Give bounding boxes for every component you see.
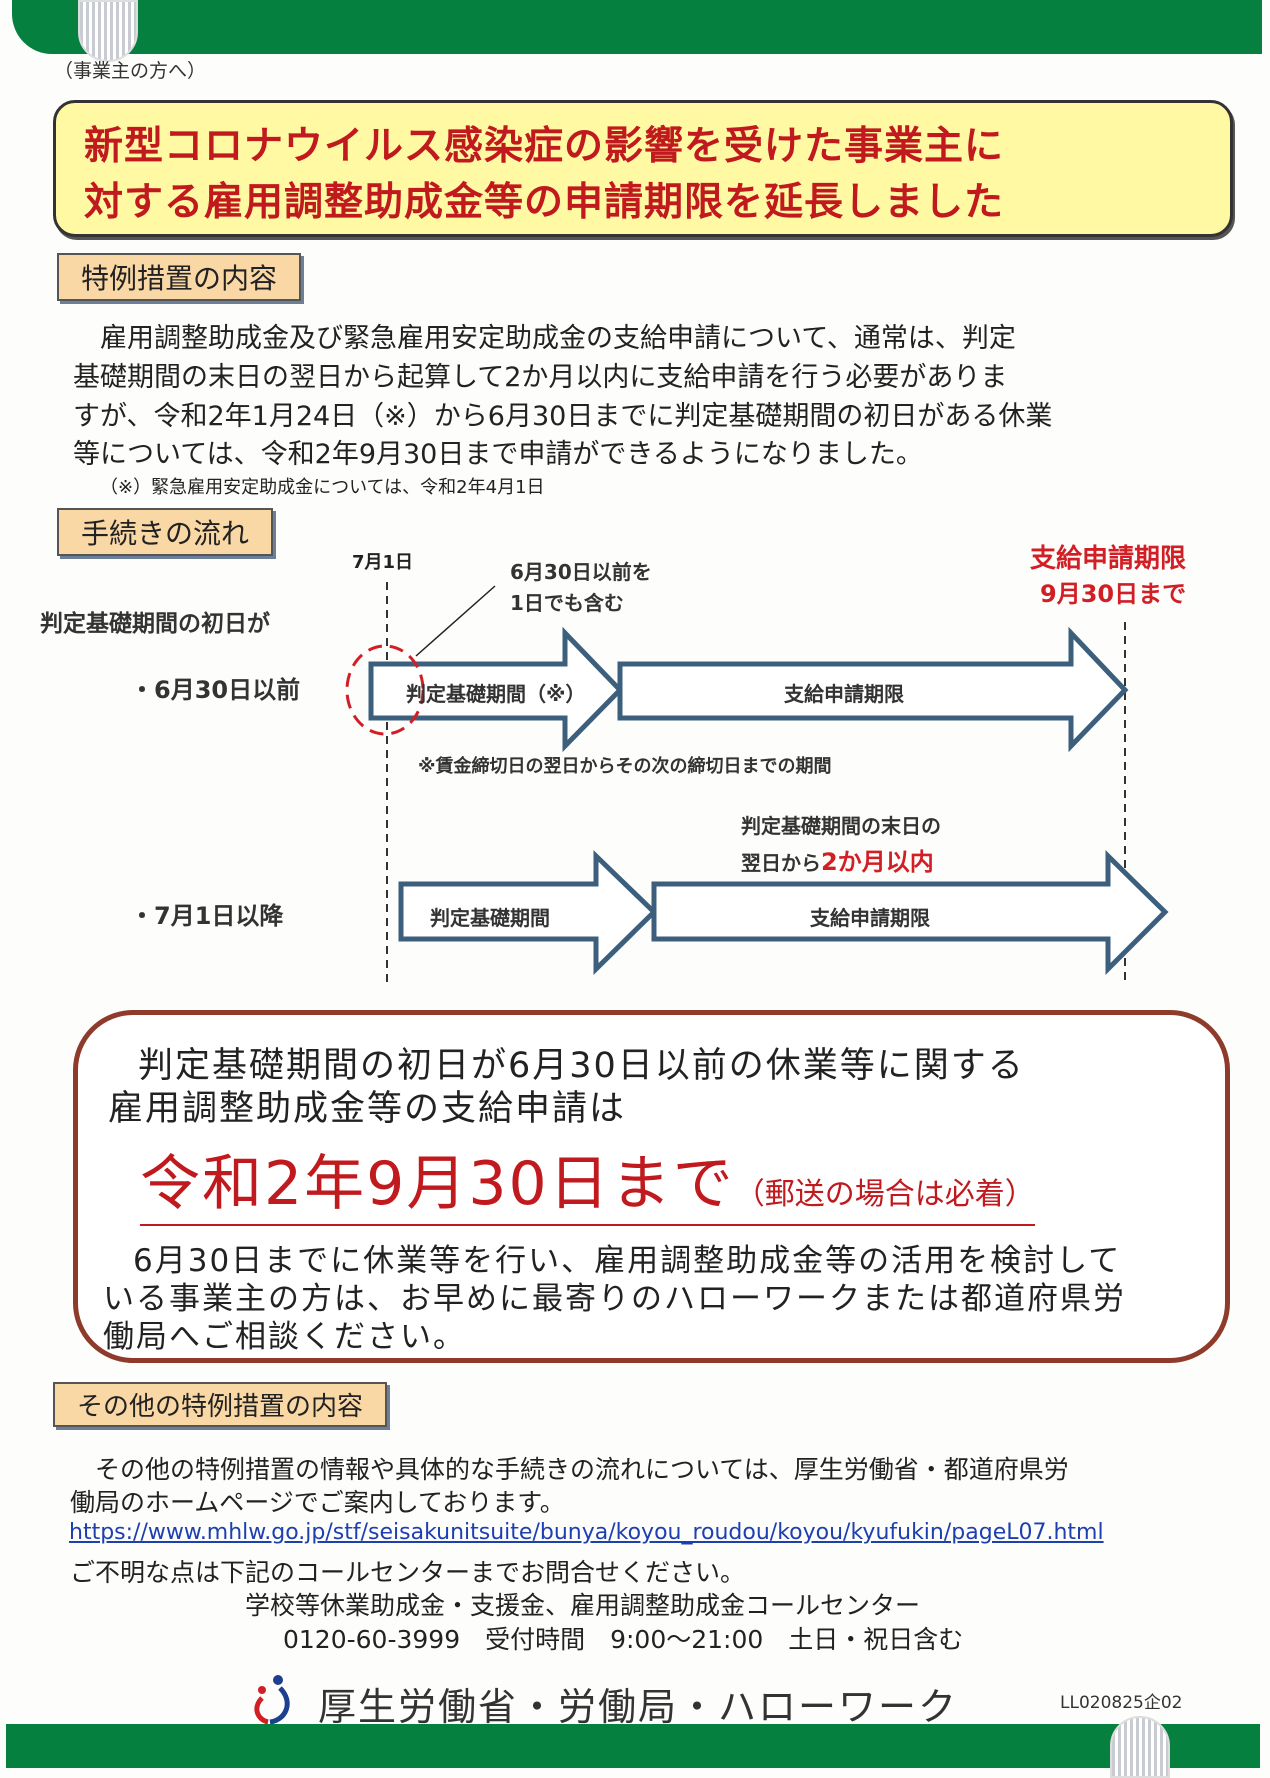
- callout-line: [415, 585, 496, 657]
- title-box: 新型コロナウイルス感染症の影響を受けた事業主に 対する雇用調整助成金等の申請期限…: [53, 100, 1233, 237]
- row1-period: 判定基礎期間（※）: [406, 682, 586, 706]
- section-heading-other-measures: その他の特例措置の内容: [53, 1382, 388, 1427]
- title-line-1: 新型コロナウイルス感染症の影響を受けた事業主に: [84, 124, 1005, 169]
- footer-org: 厚生労働省・労働局・ハローワーク: [318, 1685, 959, 1729]
- mhlw-link[interactable]: https://www.mhlw.go.jp/stf/seisakunitsui…: [69, 1520, 1104, 1545]
- top-green-band: [12, 0, 1262, 54]
- advice-line: いる事業主の方は、お早めに最寄りのハローワークまたは都道府県労: [103, 1281, 1126, 1317]
- apply-arrow-row2: [651, 850, 1169, 976]
- condition-label: 判定基礎期間の初日が: [40, 611, 270, 637]
- row2-period: 判定基礎期間: [430, 906, 550, 930]
- other-line: その他の特例措置の情報や具体的な手続きの流れについては、厚生労働省・都道府県労: [70, 1455, 1069, 1484]
- audience-label: （事業主の方へ）: [54, 60, 207, 82]
- deadline-text: 令和2年9月30日まで: [140, 1149, 735, 1219]
- notice-line-1: 判定基礎期間の初日が6月30日以前の休業等に関する: [138, 1046, 1025, 1086]
- call-center-name: 学校等休業助成金・支援金、雇用調整助成金コールセンター: [245, 1591, 921, 1620]
- flow-diagram: [345, 582, 1169, 984]
- paragraph-line: 等については、令和2年9月30日まで申請ができるようになりました。: [73, 439, 923, 470]
- notice-line-2: 雇用調整助成金等の支給申請は: [108, 1089, 627, 1129]
- row1-label: ・6月30日以前: [130, 676, 301, 704]
- highlight-circle: [345, 644, 425, 736]
- period-arrow-row2: [398, 850, 658, 975]
- paragraph-line: すが、令和2年1月24日（※）から6月30日までに判定基礎期間の初日がある休業: [73, 401, 1053, 432]
- row1-apply: 支給申請期限: [784, 682, 904, 706]
- apply-arrow-row1: [617, 626, 1129, 753]
- decoration-icon: [78, 0, 138, 62]
- row2-note-line2: 翌日から2か月以内: [741, 842, 934, 877]
- footnote: （※）緊急雇用安定助成金については、令和2年4月1日: [100, 477, 545, 498]
- row2-label: ・7月1日以降: [130, 902, 284, 930]
- row2-note-emph: 2か月以内: [821, 848, 934, 876]
- advice-line: 6月30日までに休業等を行い、雇用調整助成金等の活用を検討して: [133, 1243, 1122, 1279]
- title-line-2: 対する雇用調整助成金等の申請期限を延長しました: [84, 180, 1005, 225]
- section-heading-special-measures: 特例措置の内容: [57, 253, 302, 301]
- mhlw-logo-icon: [254, 1675, 290, 1724]
- row2-note-prefix: 翌日から: [741, 851, 821, 875]
- row2-apply: 支給申請期限: [810, 906, 930, 930]
- deadline-label-1: 支給申請期限: [1030, 544, 1187, 574]
- decoration-icon: [1110, 1716, 1170, 1778]
- row1-note: ※賃金締切日の翌日からその次の締切日までの期間: [418, 756, 832, 777]
- call-center-phone: 0120-60-3999 受付時間 9:00～21:00 土日・祝日含む: [283, 1625, 964, 1654]
- period-arrow-row1: [368, 626, 624, 753]
- bottom-green-band: [6, 1724, 1260, 1768]
- deadline-notice-box: 判定基礎期間の初日が6月30日以前の休業等に関する 雇用調整助成金等の支給申請は…: [73, 1010, 1230, 1363]
- section-heading-flow: 手続きの流れ: [57, 508, 274, 556]
- row2-note-line1: 判定基礎期間の末日の: [741, 814, 941, 838]
- advice-line: 働局へご相談ください。: [103, 1319, 466, 1355]
- deadline-note: （郵送の場合は必着）: [734, 1177, 1035, 1212]
- callout-line-1: 6月30日以前を: [510, 560, 652, 584]
- paragraph-line: 雇用調整助成金及び緊急雇用安定助成金の支給申請について、通常は、判定: [73, 323, 1016, 354]
- document-code: LL020825企02: [1060, 1693, 1183, 1713]
- other-line: 働局のホームページでご案内しております。: [70, 1488, 565, 1517]
- july1-label: 7月1日: [352, 552, 414, 573]
- inquiry-text: ご不明な点は下記のコールセンターまでお問合せください。: [70, 1558, 746, 1587]
- callout-line-2: 1日でも含む: [510, 591, 624, 615]
- notice-deadline: 令和2年9月30日まで（郵送の場合は必着）: [140, 1135, 1035, 1226]
- deadline-label-2: 9月30日まで: [1040, 580, 1187, 608]
- paragraph-line: 基礎期間の末日の翌日から起算して2か月以内に支給申請を行う必要がありま: [73, 362, 1008, 393]
